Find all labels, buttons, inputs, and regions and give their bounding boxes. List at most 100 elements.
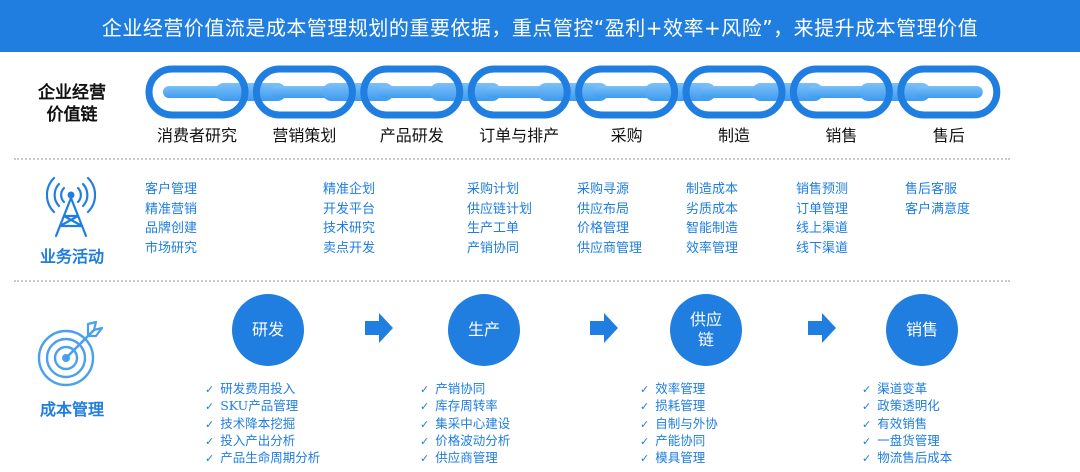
stage-label-2: 营销策划: [272, 126, 337, 145]
chain-loop-4: [467, 65, 571, 119]
check-icon: ✓: [205, 452, 215, 466]
stage-label-7: 销售: [825, 126, 858, 145]
check-icon: ✓: [640, 400, 650, 414]
chain-connector-3: [429, 83, 502, 101]
cost-list-2: ✓产销协同✓库存周转率✓集采中心建设✓价格波动分析✓供应商管理: [420, 381, 510, 467]
cost-item-text: 损耗管理: [655, 398, 706, 414]
business-item: 精准企划: [323, 182, 376, 197]
stage-label-5: 采购: [610, 126, 643, 145]
cost-item: ✓ 模具管理: [640, 450, 718, 467]
chain-loop-7: [789, 65, 893, 119]
chain-inner-7: [807, 86, 876, 98]
chain-connectors: [163, 83, 983, 101]
chain-inner-3: [377, 86, 446, 98]
check-icon: ✓: [205, 417, 215, 431]
divider-1: [14, 158, 1010, 160]
cost-item-text: 政策透明化: [877, 398, 940, 414]
business-column-5: 制造成本劣质成本智能制造效率管理: [686, 180, 738, 258]
check-icon: ✓: [640, 452, 650, 466]
business-item: 订单管理: [796, 201, 849, 217]
cost-item-text: 研发费用投入: [220, 381, 296, 396]
cost-item: ✓研发费用投入: [205, 381, 320, 398]
cost-circle-3: 供应 链: [670, 294, 742, 366]
cost-label: 成本管理: [39, 400, 104, 419]
check-icon: ✓: [862, 434, 872, 448]
cost-item-text: 产销协同: [435, 381, 486, 396]
business-item: 供应商管理: [577, 240, 643, 256]
chain-loop-6: [682, 65, 786, 119]
cost-item: ✓ 投入产出分析: [205, 433, 320, 450]
cost-circle-4: 销售: [886, 294, 958, 366]
business-item: 技术研究: [323, 221, 376, 236]
chain-inner-8: [914, 86, 983, 98]
cost-item-text: 技术降本挖掘: [220, 415, 296, 431]
cost-item-text: 产品生命周期分析: [220, 450, 321, 466]
business-column-2: 精准企划开发平台技术研究卖点开发: [323, 180, 375, 258]
check-icon: ✓: [862, 452, 872, 466]
chain-connector-2: [322, 83, 394, 101]
check-icon: ✓: [205, 434, 215, 448]
cost-item: ✓产能协同: [640, 433, 718, 450]
chain-inner-4: [485, 86, 554, 98]
cost-item: ✓ 损耗管理: [640, 398, 718, 415]
business-item: 产销协同: [467, 240, 520, 256]
business-item: 供应布局: [577, 201, 630, 217]
cost-item: ✓效率管理: [640, 381, 718, 398]
chain-loop-1: [145, 65, 249, 119]
business-item: 销售预测: [796, 182, 849, 197]
business-label: 业务活动: [39, 247, 104, 266]
banner-text: 企业经营价值流是成本管理规划的重要依据，重点管控“盈利+效率+风险”，来提升成本…: [101, 15, 979, 40]
check-icon: ✓: [640, 434, 650, 448]
chain-inner-2: [270, 86, 339, 98]
stage-label-4: 订单与排产: [479, 126, 560, 145]
cost-list-4: ✓渠道变革✓政策透明化✓有效销售✓一盘货管理✓物流售后成本: [862, 381, 952, 467]
business-item: 采购寻源: [577, 182, 630, 197]
check-icon: ✓: [420, 434, 430, 448]
cost-item-text: 集采中心建设: [435, 415, 511, 431]
stage-label-8: 售后: [932, 126, 965, 145]
cost-item-text: 一盘货管理: [877, 432, 940, 448]
cost-item-text: 模具管理: [655, 450, 706, 466]
right-arrow-icon: [365, 313, 393, 347]
business-column-3: 采购计划供应链计划生产工单产销协同: [467, 180, 532, 258]
business-item: 采购计划: [467, 182, 520, 197]
cost-circle-1: 研发: [232, 294, 304, 366]
cost-item: ✓政策透明化: [862, 398, 952, 415]
business-column-1: 客户管理精准营销品牌创建市场研究: [145, 180, 197, 258]
business-column-4: 采购寻源供应布局价格管理供应商管理: [577, 180, 642, 258]
chain-loops: [145, 65, 1001, 119]
signal-tower-icon: [45, 172, 97, 242]
cost-item-text: 效率管理: [655, 381, 706, 396]
chain-connector-6: [752, 83, 824, 101]
business-item: 供应链计划: [467, 201, 533, 217]
business-item: 客户管理: [145, 182, 198, 197]
chain-inner-6: [700, 86, 768, 98]
cost-item: ✓产销协同: [420, 381, 510, 398]
stage-label-6: 制造: [717, 126, 750, 145]
chain-connector-5: [644, 83, 716, 101]
business-item: 售后客服: [905, 182, 958, 197]
business-item: 智能制造: [686, 221, 739, 236]
value-chain-links: [145, 65, 1001, 119]
business-item: 线上渠道: [796, 221, 849, 236]
cost-item: ✓物流售后成本: [862, 450, 952, 467]
chain-loop-3: [360, 65, 464, 119]
cost-item-text: 价格波动分析: [435, 432, 511, 448]
cost-item-text: SKU产品管理: [220, 398, 299, 414]
business-item: 市场研究: [145, 240, 198, 256]
cost-item: ✓自制与外协: [640, 416, 718, 433]
check-icon: ✓: [862, 417, 872, 431]
check-icon: ✓: [420, 452, 430, 466]
business-column-7: 售后客服客户满意度: [905, 180, 970, 219]
chain-connector-4: [537, 83, 609, 101]
value-chain-label: 企业经营 价值链: [22, 82, 122, 126]
chain-connector-1: [215, 83, 287, 101]
chain-loop-8: [897, 65, 1001, 119]
cost-item: ✓SKU产品管理: [205, 398, 320, 415]
cost-item-text: 投入产出分析: [220, 432, 296, 448]
check-icon: ✓: [640, 417, 650, 431]
business-item: 品牌创建: [145, 221, 198, 236]
cost-item-text: 有效销售: [877, 415, 928, 431]
divider-2: [14, 280, 1010, 282]
right-arrow-icon: [590, 313, 618, 347]
